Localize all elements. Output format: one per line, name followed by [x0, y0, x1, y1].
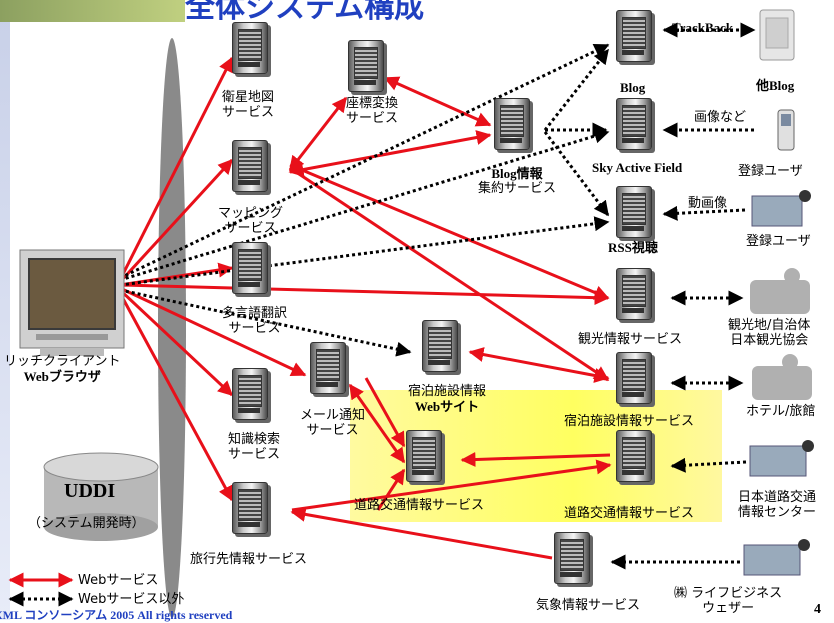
tourism-org-label: 観光地/自治体日本観光協会	[728, 318, 811, 348]
video-label: 動画像	[688, 196, 728, 211]
user2-label: 登録ユーザ	[746, 234, 811, 249]
mapping-server-icon	[228, 138, 272, 192]
blog-server-icon	[612, 8, 656, 62]
slide-title: 全体システム構成	[185, 0, 425, 25]
rss-label: RSS視聴	[608, 240, 658, 255]
images-label: 画像など	[694, 110, 747, 125]
uddi-sub-label: （システム開発時）	[28, 516, 145, 531]
client-monitor-icon	[19, 249, 125, 356]
skyactive-server-icon	[612, 96, 656, 150]
mobile-phone-icon	[777, 109, 795, 151]
non-web-service-arrows	[119, 22, 756, 570]
hotel-icon	[752, 354, 812, 400]
knowledge-label: 知識検索サービス	[228, 432, 281, 462]
road-local-label: 道路交通情報サービス	[354, 498, 485, 513]
tourism-label: 観光情報サービス	[578, 332, 683, 347]
weather-server-icon	[550, 530, 594, 584]
jartic-operator-icon	[749, 440, 814, 477]
mail-label: メール通知サービス	[300, 408, 366, 438]
page-number: 4	[814, 602, 821, 617]
trackback-label: TrackBack	[672, 20, 734, 35]
lodging-label: 宿泊施設情報サービス	[564, 414, 695, 429]
lodging-web-server-icon	[418, 318, 462, 372]
uddi-database-icon	[43, 452, 159, 541]
road-local-server-icon	[402, 428, 446, 482]
coordinate-server-icon	[344, 38, 388, 92]
legend-nonweb-label: Webサービス以外	[78, 592, 185, 607]
blog-agg-label: Blog情報集約サービス	[478, 166, 557, 196]
legend-web-label: Webサービス	[78, 573, 159, 588]
weather-label: 気象情報サービス	[536, 598, 641, 613]
slide-top-bar	[0, 0, 185, 22]
jartic-label: 日本道路交通情報センター	[738, 490, 817, 520]
translation-server-icon	[228, 240, 272, 294]
skyactive-label: Sky Active Field	[592, 160, 683, 175]
uddi-label: UDDI	[64, 480, 116, 502]
footer-copyright: XML コンソーシアム 2005 All rights reserved	[0, 608, 233, 622]
travel-server-icon	[228, 480, 272, 534]
other-blog-label: 他Blog	[756, 78, 795, 93]
registered-user-icon	[751, 190, 811, 227]
web-service-arrows	[118, 56, 612, 560]
slide-left-bar	[0, 0, 10, 620]
satellite-map-server-icon	[228, 20, 272, 74]
knowledge-server-icon	[228, 366, 272, 420]
mail-server-icon	[306, 340, 350, 394]
hotel-label: ホテル/旅館	[746, 404, 816, 419]
user1-label: 登録ユーザ	[738, 164, 803, 179]
weather-operator-icon	[743, 539, 810, 576]
lodging-server-icon	[612, 350, 656, 404]
other-blog-server-icon	[759, 9, 795, 61]
blog-label: Blog	[620, 80, 646, 95]
coordinate-label: 座標変換サービス	[346, 96, 399, 126]
weathernews-label: ㈱ ライフビジネスウェザー	[674, 586, 783, 616]
road-remote-label: 道路交通情報サービス	[564, 506, 695, 521]
rss-server-icon	[612, 184, 656, 238]
satellite-map-label: 衛星地図サービス	[222, 90, 275, 120]
road-remote-server-icon	[612, 428, 656, 482]
tourism-server-icon	[612, 266, 656, 320]
service-bus-ellipse	[158, 38, 186, 618]
travel-label: 旅行先情報サービス	[190, 552, 308, 567]
translation-label: 多言語翻訳サービス	[222, 306, 288, 336]
tourism-org-icon	[750, 268, 810, 314]
blog-agg-server-icon	[490, 96, 534, 150]
mapping-label: マッピングサービス	[218, 206, 284, 236]
